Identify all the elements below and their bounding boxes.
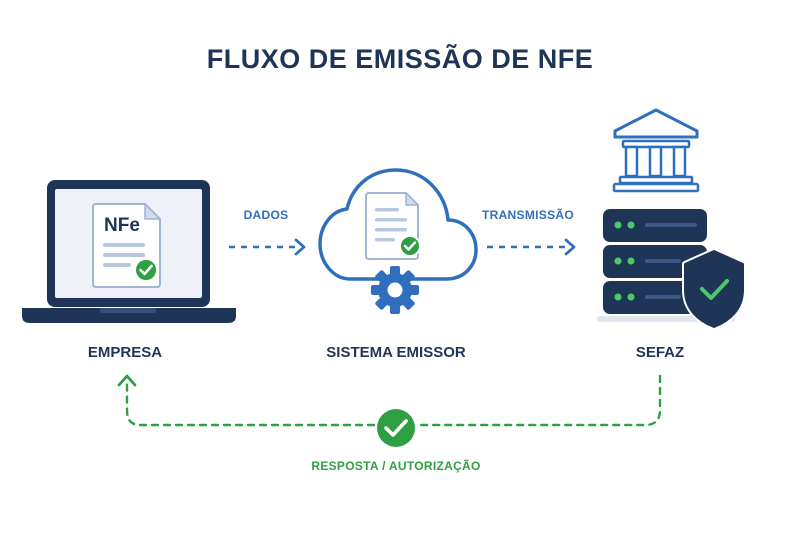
arrow-resposta-head <box>117 374 137 387</box>
checkmark-icon <box>377 409 415 447</box>
edge-label-transmissao: TRANSMISSÃO <box>482 208 574 222</box>
gear-icon <box>371 266 419 314</box>
node-label-sefaz: SEFAZ <box>635 344 685 361</box>
document-label: NFe <box>104 215 140 236</box>
bank-icon <box>612 108 700 193</box>
arrow-transmissao-head <box>564 238 576 256</box>
edge-label-dados: DADOS <box>243 208 289 222</box>
arrow-resposta-left <box>125 379 376 427</box>
page-title: FLUXO DE EMISSÃO DE NFE <box>206 44 594 74</box>
edge-label-resposta: RESPOSTA / AUTORIZAÇÃO <box>311 459 481 473</box>
node-label-empresa: EMPRESA <box>87 344 163 361</box>
checkmark-icon <box>134 258 158 282</box>
arrow-resposta-right <box>416 374 662 427</box>
checkmark-icon <box>399 235 421 257</box>
shield-icon <box>682 248 746 330</box>
arrow-dados-head <box>294 238 306 256</box>
server-icon <box>597 209 735 322</box>
node-label-sistema: SISTEMA EMISSOR <box>326 344 466 361</box>
